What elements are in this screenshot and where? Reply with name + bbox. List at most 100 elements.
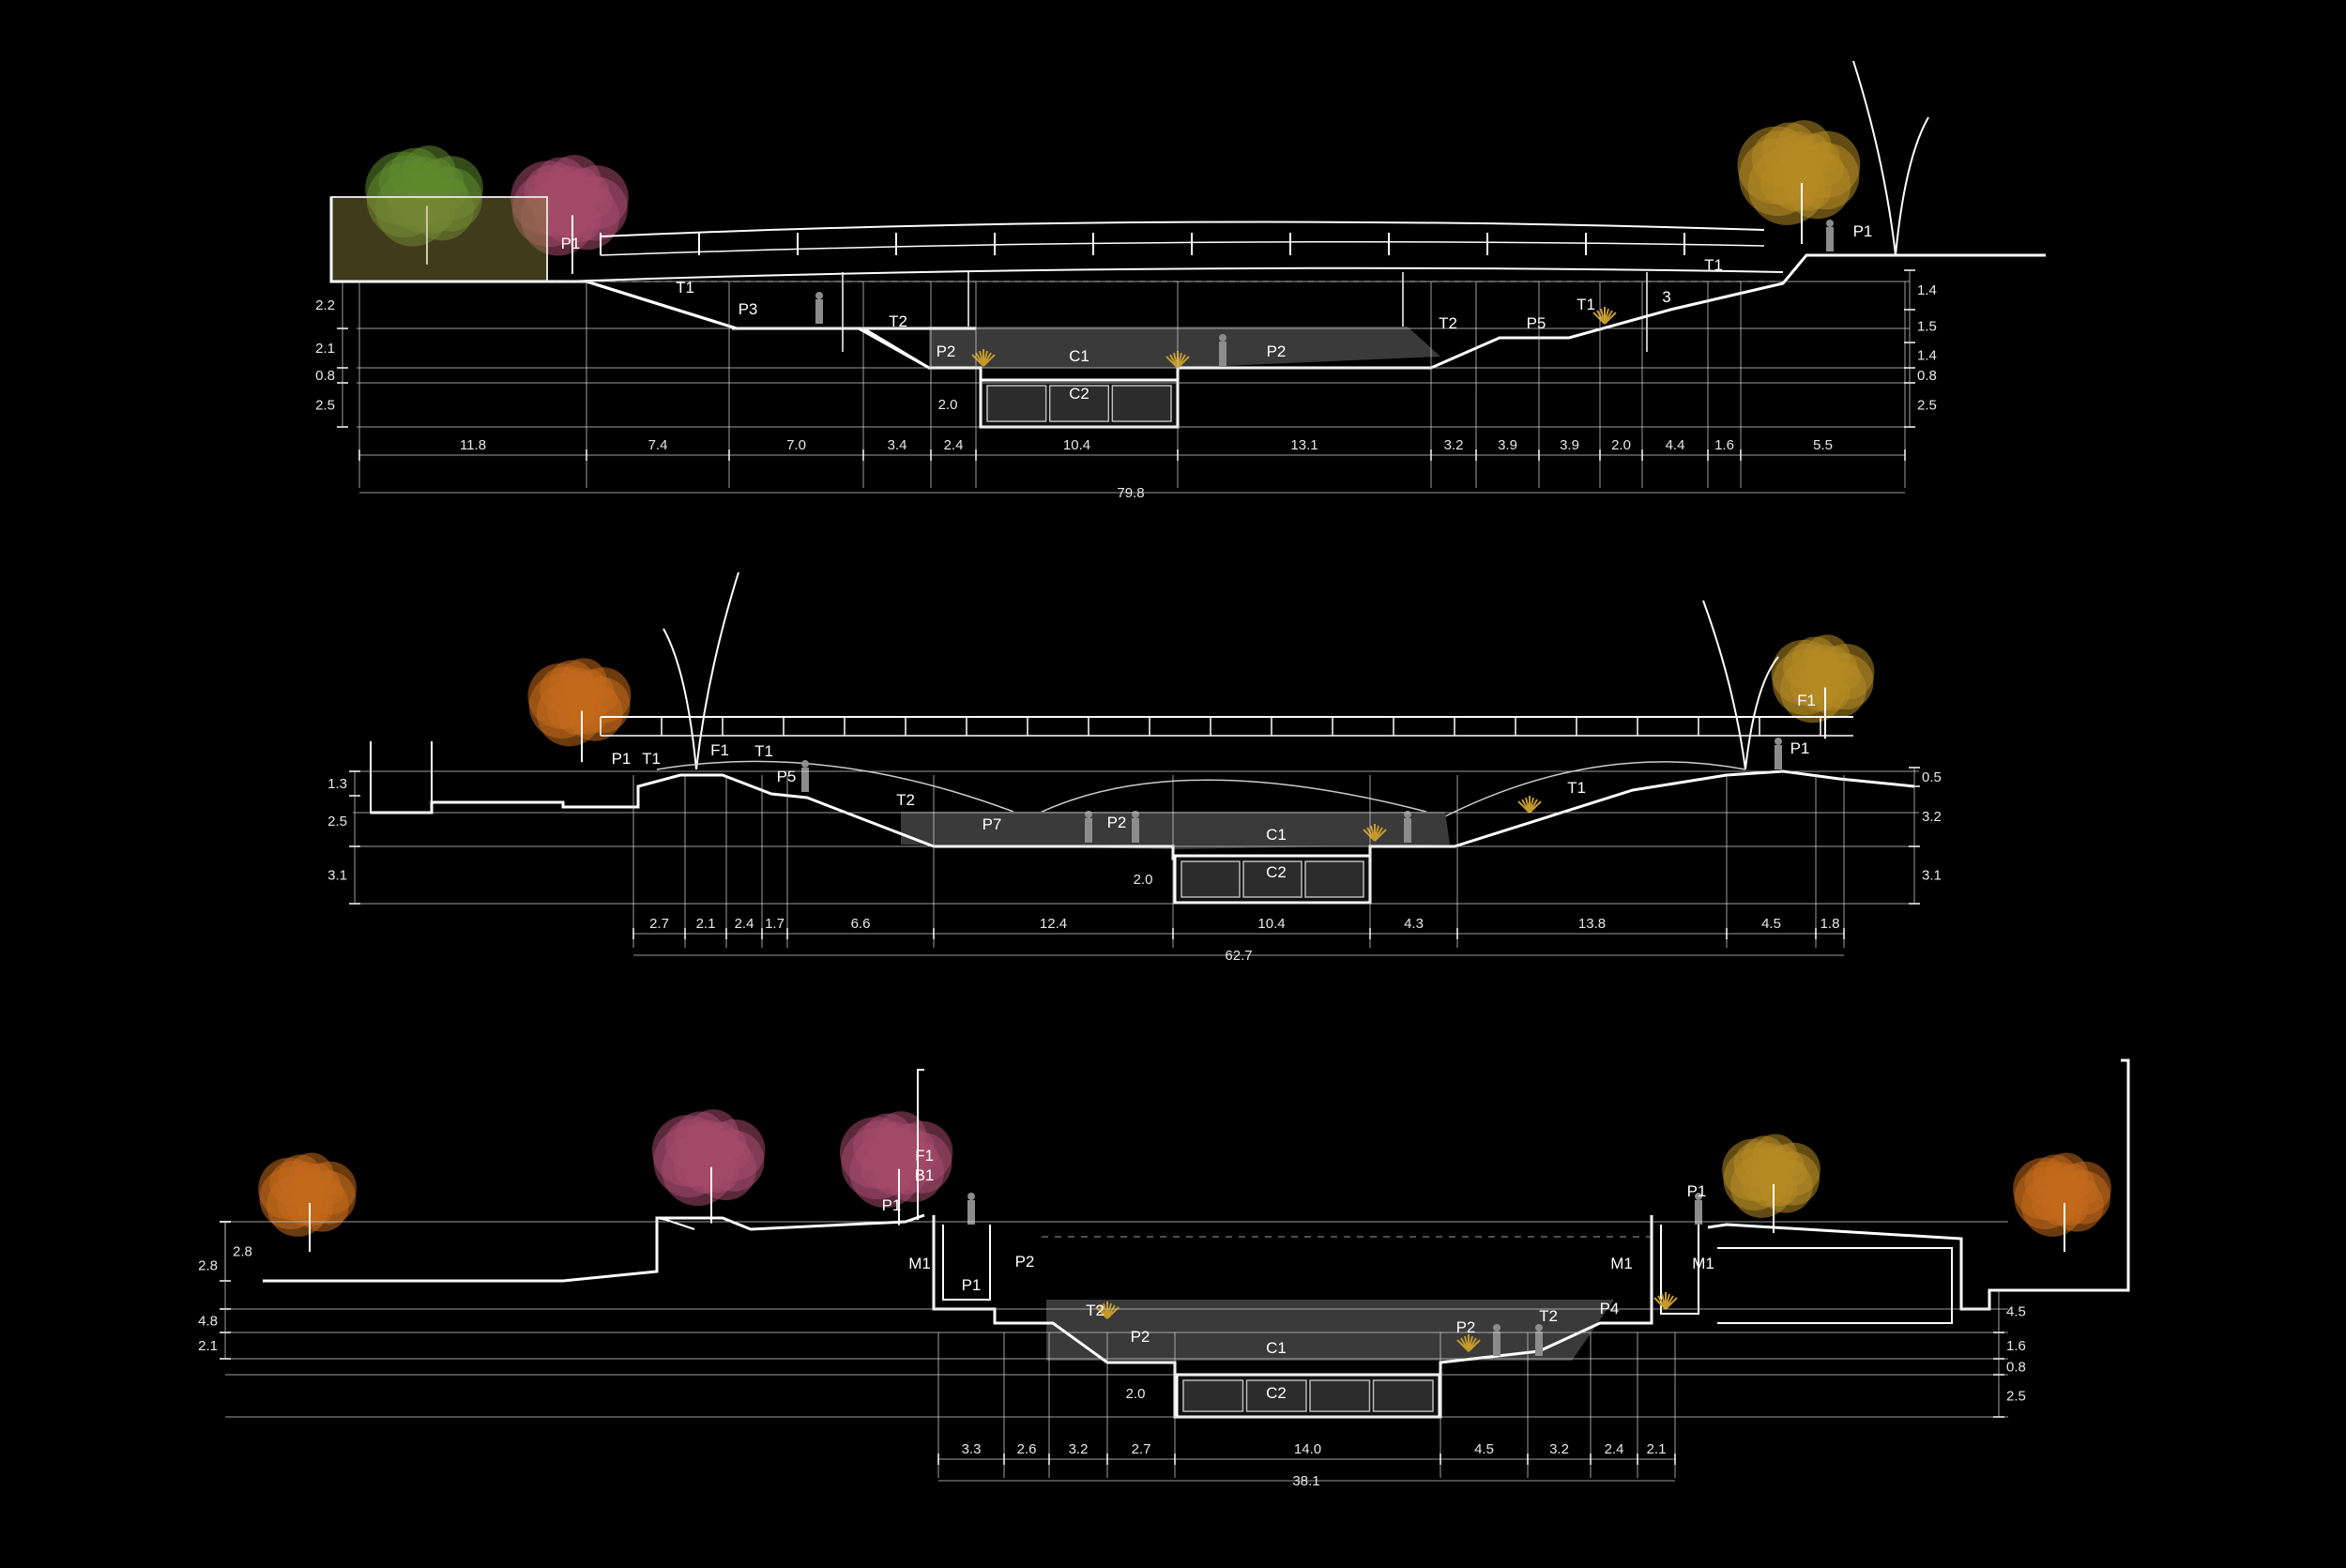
figure-body <box>1085 818 1092 843</box>
left-terrace <box>263 1213 925 1283</box>
figure-body <box>801 768 809 792</box>
figure-head <box>1775 738 1782 745</box>
culvert-height: 2.0 <box>1134 872 1153 888</box>
height-dimension: 2.8 <box>198 1258 218 1274</box>
figure-head <box>1826 220 1834 227</box>
width-dimension: 4.4 <box>1666 437 1685 453</box>
foliage-blob <box>662 1134 734 1207</box>
grass-blade <box>1468 1339 1481 1352</box>
foliage-blob <box>294 1162 321 1189</box>
grass-tuft <box>1592 307 1617 325</box>
height-dimension: 2.5 <box>315 398 335 414</box>
width-dimension: 3.9 <box>1560 437 1579 453</box>
zone-label: B1 <box>915 1166 935 1184</box>
tree-pink <box>510 155 629 274</box>
grass-blade <box>983 354 996 367</box>
height-dimension: 2.5 <box>2006 1389 2026 1405</box>
figure-head <box>967 1193 975 1200</box>
street-lamp <box>1852 60 1929 256</box>
width-dimension: 7.0 <box>786 437 806 453</box>
zone-label: T2 <box>1439 314 1457 332</box>
width-dimension: 2.1 <box>1647 1441 1667 1457</box>
height-dimension: 2.5 <box>328 814 347 830</box>
tree-pink <box>651 1109 766 1224</box>
lamp-post-left <box>917 1069 924 1220</box>
grass-tuft <box>1456 1334 1481 1352</box>
culvert-cell <box>1242 860 1302 898</box>
foliage-blob <box>849 1135 922 1209</box>
foliage-blob <box>693 1119 724 1150</box>
zone-label: P2 <box>1015 1253 1035 1271</box>
tall-wall-right <box>2074 1058 2130 1292</box>
culvert-height: 2.0 <box>938 397 958 413</box>
total-dimension: 38.1 <box>1292 1473 1319 1489</box>
zone-label: P2 <box>1267 343 1287 360</box>
height-dimension: 2.1 <box>315 341 335 357</box>
height-dimension: 1.4 <box>1917 282 1937 298</box>
height-dimension: 4.5 <box>2006 1304 2026 1320</box>
person-figure <box>1085 811 1092 843</box>
zone-label: T2 <box>896 791 915 809</box>
right-channel-wall <box>1660 1225 1699 1315</box>
zone-label: P7 <box>983 815 1002 833</box>
width-dimension: 4.5 <box>1761 916 1781 932</box>
foliage-blob <box>407 156 440 189</box>
height-dimension: 2.1 <box>198 1338 218 1354</box>
right-building <box>1717 1247 1953 1324</box>
total-dimension: 62.7 <box>1225 948 1252 964</box>
zone-label: P2 <box>1131 1328 1150 1346</box>
zone-label: P1 <box>1687 1182 1707 1200</box>
tree-orange <box>258 1152 357 1252</box>
zone-label: P1 <box>612 750 632 768</box>
width-dimension: 3.3 <box>962 1441 982 1457</box>
height-dimension: 0.8 <box>2006 1360 2026 1376</box>
culvert-cell <box>1111 385 1172 422</box>
width-dimension: 3.2 <box>1549 1441 1569 1457</box>
zone-label: T1 <box>642 750 661 768</box>
width-dimension: 2.7 <box>649 916 669 932</box>
bridge-railing <box>600 716 1853 737</box>
width-dimension: 2.4 <box>1605 1441 1624 1457</box>
figure-head <box>815 292 823 299</box>
zone-label: T2 <box>1539 1307 1558 1325</box>
foliage-blob <box>880 1121 911 1152</box>
lamp-arm <box>663 628 697 770</box>
width-dimension: 13.8 <box>1578 916 1606 932</box>
ground-profile-2 <box>371 769 1915 860</box>
zone-label: P5 <box>777 768 797 785</box>
zone-label: M1 <box>908 1255 931 1272</box>
foliage-blob <box>536 680 602 747</box>
culvert-cell <box>1309 1379 1371 1412</box>
person-figure <box>1535 1324 1543 1356</box>
zone-label: C1 <box>1069 347 1089 365</box>
width-dimension: 2.4 <box>735 916 754 932</box>
person-figure <box>1493 1324 1501 1356</box>
width-dimension: 2.4 <box>944 437 964 453</box>
foliage-blob <box>2049 1162 2076 1189</box>
tree-pink <box>839 1111 953 1225</box>
tree-ochre <box>1722 1134 1820 1233</box>
height-dimension: 1.5 <box>1917 319 1937 335</box>
width-dimension: 14.0 <box>1294 1441 1321 1457</box>
person-figure <box>1404 811 1411 843</box>
zone-label: T1 <box>1704 256 1723 274</box>
width-dimension: 7.4 <box>648 437 668 453</box>
foliage-blob <box>1808 644 1836 672</box>
width-dimension: 13.1 <box>1290 437 1318 453</box>
total-dimension: 79.8 <box>1117 485 1144 501</box>
height-dimension: 2.5 <box>1917 398 1937 414</box>
figure-body <box>1493 1332 1501 1356</box>
terrace-detail <box>656 1217 695 1230</box>
foliage-blob <box>1758 1143 1785 1170</box>
width-dimension: 2.1 <box>696 916 716 932</box>
height-dimension: 1.4 <box>1917 348 1937 364</box>
grass-blade <box>1529 800 1542 814</box>
foliage-blob <box>374 171 450 247</box>
person-figure <box>1695 1193 1702 1225</box>
water-channel <box>929 327 1440 368</box>
grass-tuft <box>971 349 996 367</box>
zone-label: P1 <box>561 235 581 252</box>
person-figure <box>1775 738 1782 769</box>
